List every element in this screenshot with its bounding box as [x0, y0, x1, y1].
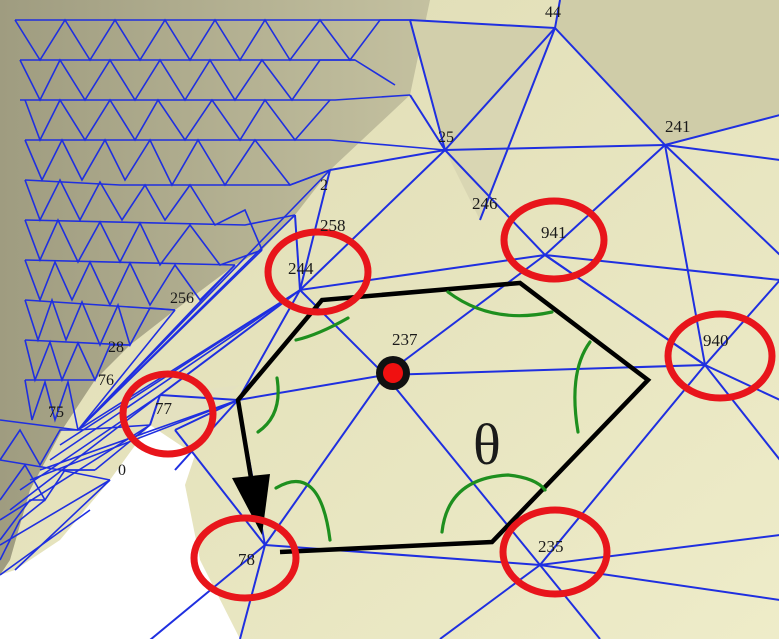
vertex-label-77: 77 — [155, 399, 173, 418]
shaded-facet — [410, 20, 555, 150]
mesh-hole — [90, 425, 195, 510]
vertex-label-258: 258 — [320, 216, 346, 235]
highlight-circle-940 — [664, 310, 776, 402]
one-ring-polygon — [235, 280, 652, 555]
angle-theta-label: θ — [473, 412, 501, 477]
mesh-edges-fine — [0, 18, 446, 576]
vertex-label-76: 76 — [98, 372, 114, 389]
highlight-circle-78 — [190, 514, 300, 602]
highlight-circle-77 — [119, 370, 217, 458]
highlight-circle-941 — [500, 197, 608, 283]
vertex-label-75: 75 — [48, 404, 64, 421]
highlight-circle-244 — [264, 228, 372, 316]
center-vertex-dot — [383, 363, 403, 383]
vertex-label-25: 25 — [438, 129, 454, 146]
vertex-label-0: 0 — [118, 462, 126, 479]
vertex-label-2: 2 — [320, 177, 328, 194]
highlight-circles — [119, 197, 776, 602]
shaded-facet — [445, 28, 555, 220]
vertex-label-28: 28 — [108, 339, 124, 356]
center-vertex-label: 237 — [392, 330, 418, 349]
vertex-label-78: 78 — [238, 550, 255, 569]
vertex-label-246: 246 — [472, 194, 498, 213]
vertex-label-44: 44 — [545, 4, 561, 21]
vertex-label-244: 244 — [288, 259, 314, 278]
shaded-facet — [555, 0, 779, 145]
vertex-label-256: 256 — [170, 290, 194, 307]
vertex-label-941: 941 — [541, 223, 567, 242]
vertex-label-940: 940 — [703, 331, 729, 350]
highlight-circle-235 — [499, 506, 611, 598]
vertex-label-241: 241 — [665, 117, 691, 136]
angle-arcs — [256, 290, 592, 542]
vertex-label-235: 235 — [538, 537, 564, 556]
